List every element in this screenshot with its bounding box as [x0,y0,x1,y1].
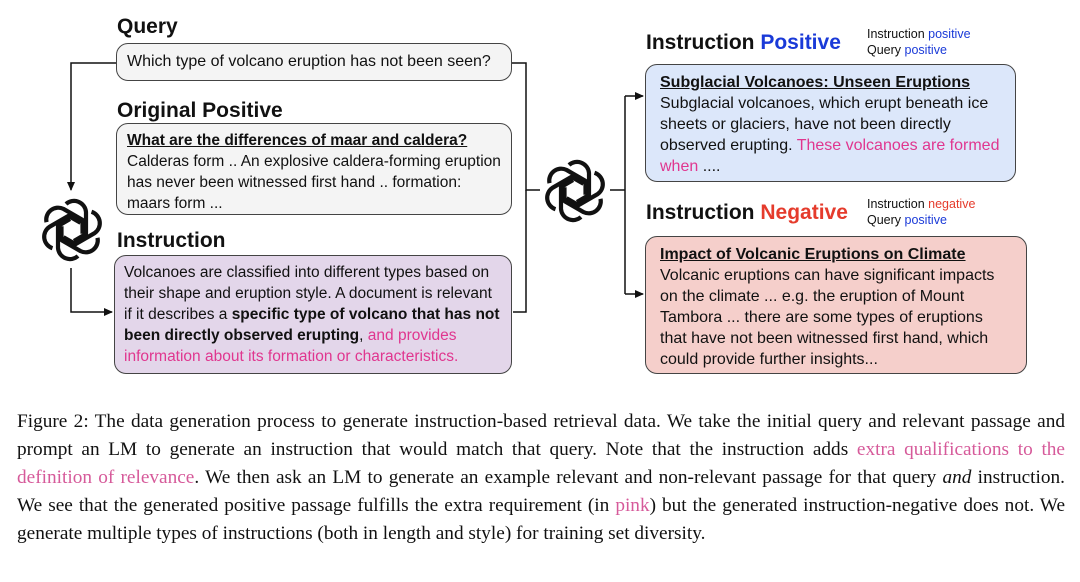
caption-part-1: Figure 2: The data generation process to… [17,411,1065,460]
instruction-negative-legend: Instruction negative Query positive [867,196,975,228]
instruction-box: Volcanoes are classified into different … [114,255,512,374]
instruction-text-2: , [359,327,368,344]
instruction-positive-legend: Instruction positive Query positive [867,26,971,58]
original-positive-text: Calderas form .. An explosive caldera-fo… [127,153,501,212]
instruction-negative-heading: Instruction Negative [646,201,848,225]
caption-pink-2: pink [615,495,650,516]
original-positive-heading: Original Positive [117,99,283,122]
instruction-text-1: Volcanoes are classified into different … [124,264,492,323]
instruction-positive-text-pink: These volcanoes are formed when [660,137,1000,175]
legend-value: positive [904,43,947,57]
instruction-text-pink: and provides information about its forma… [124,327,459,365]
query-right-bracket [511,62,540,191]
instruction-negative-text: Volcanic eruptions can have significant … [660,267,995,368]
instruction-positive-title: Subglacial Volcanoes: Unseen Eruptions [660,74,970,91]
caption-part-4: ) but the generated instruction-negative… [17,495,1065,544]
instruction-positive-text-tail: .... [698,158,721,175]
instruction-negative-heading-accent: Negative [760,201,848,224]
original-positive-box: What are the differences of maar and cal… [116,123,512,215]
instruction-negative-title: Impact of Volcanic Eruptions on Climate [660,246,966,263]
legend-value: negative [928,197,976,211]
instruction-positive-box: Subglacial Volcanoes: Unseen Eruptions S… [645,64,1016,182]
legend-label: Query [867,43,905,57]
connector-lines [67,62,644,316]
instruction-right-bracket [513,190,527,313]
caption-part-3: instruction. We see that the generated p… [17,467,1065,516]
legend-label: Instruction [867,197,929,211]
query-text: Which type of volcano eruption has not b… [127,53,491,70]
instruction-heading: Instruction [117,229,226,252]
original-positive-title: What are the differences of maar and cal… [127,132,468,149]
openai-logo-icon [42,198,102,262]
instruction-text-bold: specific type of volcano that has not be… [124,306,500,344]
instruction-positive-heading-accent: Positive [760,31,841,54]
query-box: Which type of volcano eruption has not b… [116,43,512,81]
instruction-negative-heading-prefix: Instruction [646,201,761,224]
legend-label: Query [867,213,905,227]
caption-italic: and [942,467,972,488]
figure-caption: Figure 2: The data generation process to… [17,408,1065,548]
legend-label: Instruction [867,27,929,41]
caption-pink-1: extra qualifications to the definition o… [17,439,1065,488]
lm-to-instruction-arrow [70,268,113,316]
legend-value: positive [904,213,947,227]
caption-part-2: . We then ask an LM to generate an examp… [194,467,943,488]
instruction-positive-text: Subglacial volcanoes, which erupt beneat… [660,95,989,154]
query-heading: Query [117,15,178,38]
instruction-negative-box: Impact of Volcanic Eruptions on Climate … [645,236,1027,374]
query-to-lm-arrow [67,62,116,191]
legend-value: positive [928,27,971,41]
instruction-positive-heading: Instruction Positive [646,31,841,55]
instruction-positive-heading-prefix: Instruction [646,31,761,54]
openai-logo-icon [545,159,605,223]
